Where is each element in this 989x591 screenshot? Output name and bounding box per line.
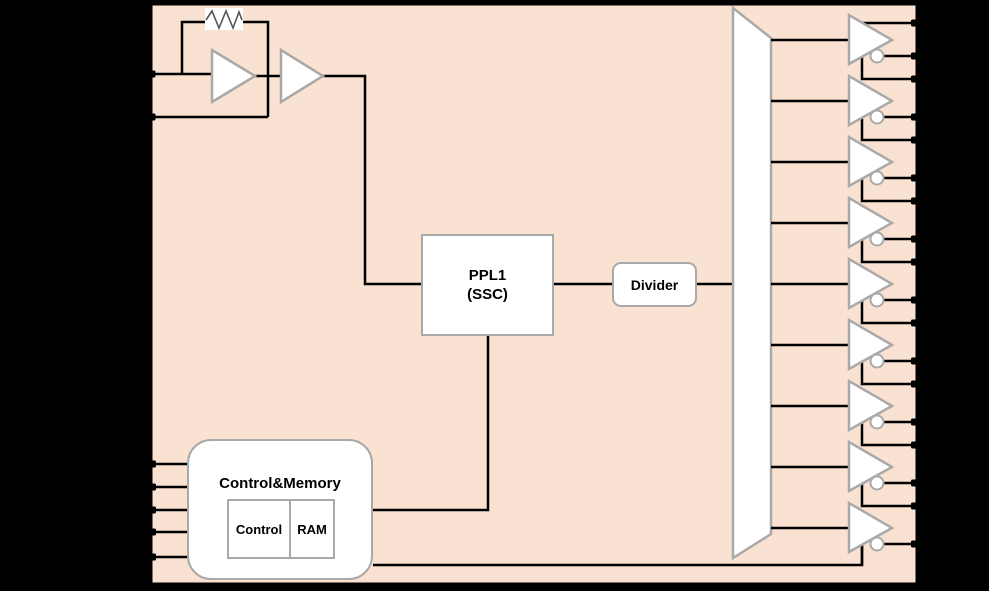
inverter-bubble-icon [869, 292, 885, 308]
wire-buffer-output [860, 179, 915, 203]
divider-block: Divider [612, 262, 697, 307]
buffer-triangle-icon [847, 12, 895, 67]
wire-buffer-output [860, 484, 915, 508]
wire-buffer-output [860, 301, 915, 325]
pin-dot-control-input [148, 460, 156, 468]
output-buffer [771, 73, 919, 144]
control-input-pin [148, 528, 188, 536]
wire-buffer-output [860, 118, 915, 142]
pin-dot-output-inv [911, 235, 919, 243]
pin-dot-output-inv [911, 357, 919, 365]
pin-dot-xin [148, 70, 156, 78]
output-buffer [771, 12, 919, 83]
buffer-triangle-icon [847, 500, 895, 555]
buffer-triangle-icon [847, 378, 895, 433]
pll-label-line1: PPL1 [468, 267, 507, 284]
wire-buffer-output [860, 423, 915, 447]
divider-label: Divider [630, 276, 679, 293]
pin-dot-output [911, 75, 919, 83]
buffer-triangle-icon [847, 134, 895, 189]
wire-control-to-pll [373, 336, 490, 512]
control-memory-block: Control&Memory Control RAM [187, 439, 373, 580]
output-buffer [771, 439, 919, 510]
pin-dot-xout [148, 113, 156, 121]
buffer-triangle-icon [847, 195, 895, 250]
control-sub-block: Control [229, 501, 291, 557]
output-buffer [771, 134, 919, 205]
wire-osc-to-pll [323, 74, 421, 286]
ram-sub-block: RAM [297, 521, 327, 537]
inverter-bubble-icon [869, 414, 885, 430]
buffer-triangle-icon [847, 317, 895, 372]
inverter-bubble-icon [869, 231, 885, 247]
control-memory-title: Control&Memory [219, 475, 341, 492]
control-input-pins [148, 460, 188, 561]
pin-dot-output-inv [911, 113, 919, 121]
buffer-triangle-icon [847, 256, 895, 311]
pin-dot-control-input [148, 553, 156, 561]
output-buffer [771, 378, 919, 449]
pin-dot-output [911, 319, 919, 327]
pin-dot-output-inv [911, 52, 919, 60]
control-input-pin [148, 553, 188, 561]
pin-dot-control-input [148, 506, 156, 514]
wire-buffer-output [860, 57, 915, 81]
output-buffer [771, 195, 919, 266]
inverter-bubble-icon [869, 536, 885, 552]
pin-dot-output-inv [911, 174, 919, 182]
output-buffer [771, 500, 919, 565]
wire-buffer-output [860, 362, 915, 386]
input-buffer-icon [279, 47, 326, 105]
control-input-pin [148, 506, 188, 514]
pin-dot-output [911, 197, 919, 205]
pin-dot-output-inv [911, 296, 919, 304]
control-input-pin [148, 483, 188, 491]
pin-dot-output [911, 441, 919, 449]
inverter-bubble-icon [869, 475, 885, 491]
inverter-bubble-icon [869, 109, 885, 125]
oscillator-amplifier-icon [210, 47, 258, 105]
control-input-pin [148, 460, 188, 468]
pll-block: PPL1 (SSC) [421, 234, 554, 336]
output-buffer [771, 317, 919, 388]
pll-label-line2: (SSC) [467, 286, 508, 303]
resistor-icon [205, 8, 243, 31]
inverter-bubble-icon [869, 48, 885, 64]
pin-dot-output [911, 19, 919, 27]
pin-dot-output [911, 258, 919, 266]
pin-dot-control-input [148, 528, 156, 536]
pin-dot-output [911, 380, 919, 388]
pin-dot-control-input [148, 483, 156, 491]
control-memory-inner: Control RAM [227, 499, 335, 559]
output-buffer [771, 256, 919, 327]
pin-dot-output-inv [911, 540, 919, 548]
clock-distribution-mux [731, 5, 773, 561]
pin-dot-output-inv [911, 418, 919, 426]
inverter-bubble-icon [869, 170, 885, 186]
pin-dot-output-inv [911, 479, 919, 487]
buffer-triangle-icon [847, 439, 895, 494]
pin-dot-output [911, 136, 919, 144]
buffer-triangle-icon [847, 73, 895, 128]
pin-dot-output [911, 502, 919, 510]
inverter-bubble-icon [869, 353, 885, 369]
output-buffer-bank [771, 12, 919, 565]
wire-buffer-output [860, 240, 915, 264]
